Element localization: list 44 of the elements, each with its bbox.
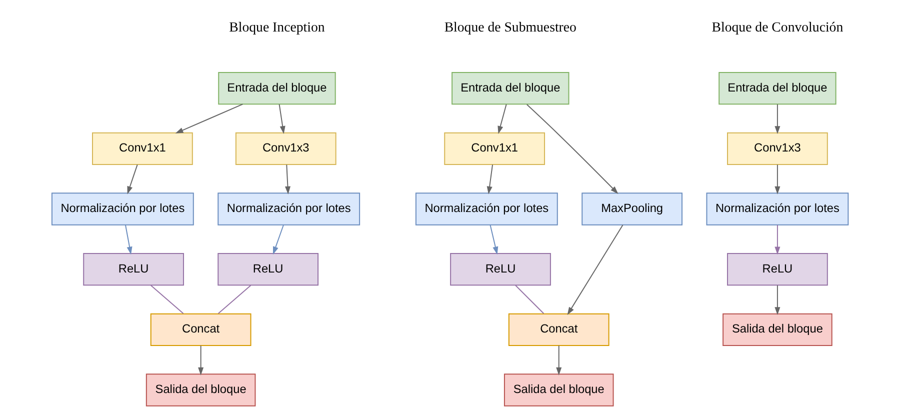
node-box: Normalización por lotes (51, 192, 194, 226)
node-box: Salida del bloque (146, 374, 256, 406)
node-box: Conv1x1 (92, 132, 193, 165)
node-box: MaxPooling (582, 192, 682, 226)
arrow (567, 224, 624, 316)
node-box: Entrada del bloque (218, 72, 336, 105)
arrow (127, 164, 138, 194)
label: Bloque de Submuestreo (444, 20, 576, 35)
label: Bloque de Convolución (712, 20, 844, 35)
node-box: ReLU (83, 253, 184, 286)
arrow (498, 104, 507, 134)
arrow (774, 164, 780, 194)
node-box: Normalización por lotes (415, 192, 558, 226)
arrow (124, 224, 132, 255)
node-box: ReLU (450, 253, 551, 286)
node-box: Concat (150, 313, 252, 346)
arrow (556, 345, 562, 376)
arrow (486, 164, 494, 194)
node-box: ReLU (727, 253, 828, 286)
arrow (272, 224, 284, 255)
connector (150, 284, 184, 314)
arrow (198, 345, 204, 376)
connector (515, 284, 544, 314)
node-box: ReLU (218, 253, 319, 286)
connector (218, 284, 252, 314)
node-box: Conv1x1 (444, 132, 546, 165)
node-box: Conv1x3 (727, 132, 828, 165)
node-box: Concat (508, 313, 610, 346)
node-box: Salida del bloque (504, 374, 614, 406)
arrow (278, 104, 286, 134)
arrow (774, 284, 780, 315)
node-box: Salida del bloque (722, 313, 832, 346)
node-box: Entrada del bloque (718, 72, 836, 105)
label: Bloque Inception (229, 20, 325, 35)
node-box: Normalización por lotes (218, 192, 360, 226)
arrow (175, 104, 244, 134)
node-box: Conv1x3 (235, 132, 336, 165)
arrow (774, 224, 780, 255)
node-box: Entrada del bloque (452, 72, 570, 105)
arrow (284, 164, 291, 194)
arrow (526, 104, 618, 194)
node-box: Normalización por lotes (706, 192, 849, 226)
arrow (490, 224, 498, 255)
arrow (774, 104, 780, 134)
